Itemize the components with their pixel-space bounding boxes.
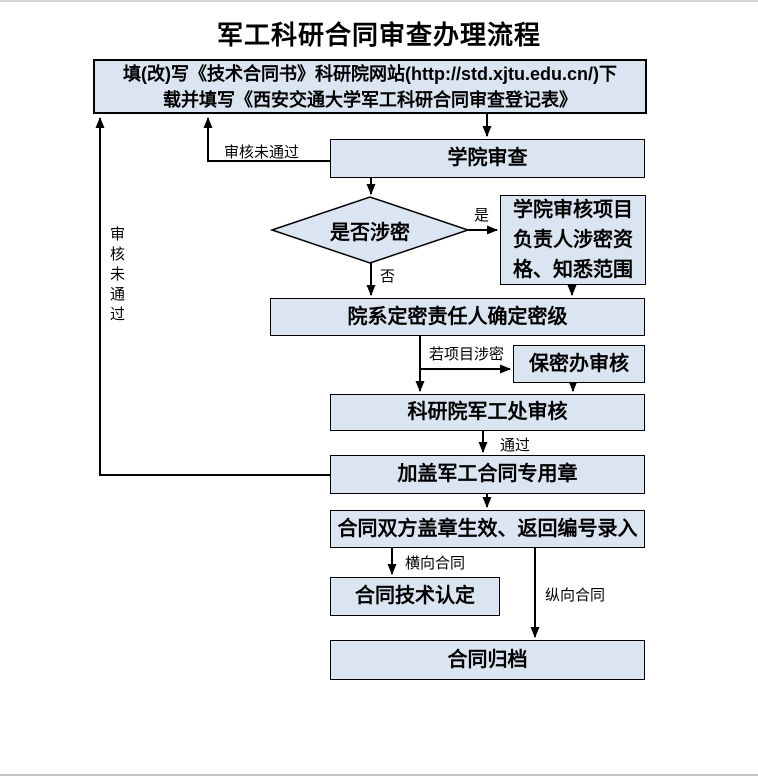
edge-seal-failed-feedback xyxy=(95,117,330,476)
node-tech-confirm: 合同技术认定 xyxy=(330,577,500,616)
node-secrecy-office: 保密办审核 xyxy=(513,345,645,383)
label-review-failed-horizontal: 审核未通过 xyxy=(224,144,300,161)
node-start-line1: 填(改)写《技术合同书》科研院网站(http://std.xjtu.edu.cn… xyxy=(123,63,617,84)
node-start-line2: 载并填写《西安交通大学军工科研合同审查登记表》 xyxy=(163,89,577,110)
label-pass: 通过 xyxy=(500,437,531,454)
node-college-check: 学院审核项目负责人涉密资格、知悉范围 xyxy=(500,195,646,285)
node-archive: 合同归档 xyxy=(330,640,645,680)
label-yes: 是 xyxy=(474,207,490,224)
edge-college-review-failed xyxy=(203,117,330,162)
label-no: 否 xyxy=(380,268,396,285)
node-seal: 加盖军工合同专用章 xyxy=(330,455,645,494)
node-effective: 合同双方盖章生效、返回编号录入 xyxy=(330,510,645,548)
label-if-classified: 若项目涉密 xyxy=(429,346,505,363)
node-military-office: 科研院军工处审核 xyxy=(330,394,645,431)
label-review-failed-vertical: 审核未通过 xyxy=(108,226,125,326)
node-dept-confirm: 院系定密责任人确定密级 xyxy=(270,298,645,336)
node-college-review: 学院审查 xyxy=(330,139,645,178)
page-title: 军工科研合同审查办理流程 xyxy=(216,20,541,50)
label-vertical-contract: 纵向合同 xyxy=(545,587,606,604)
node-decision-label: 是否涉密 xyxy=(330,221,410,244)
label-horizontal-contract: 横向合同 xyxy=(405,555,466,572)
node-start: 填(改)写《技术合同书》科研院网站(http://std.xjtu.edu.cn… xyxy=(93,59,647,114)
